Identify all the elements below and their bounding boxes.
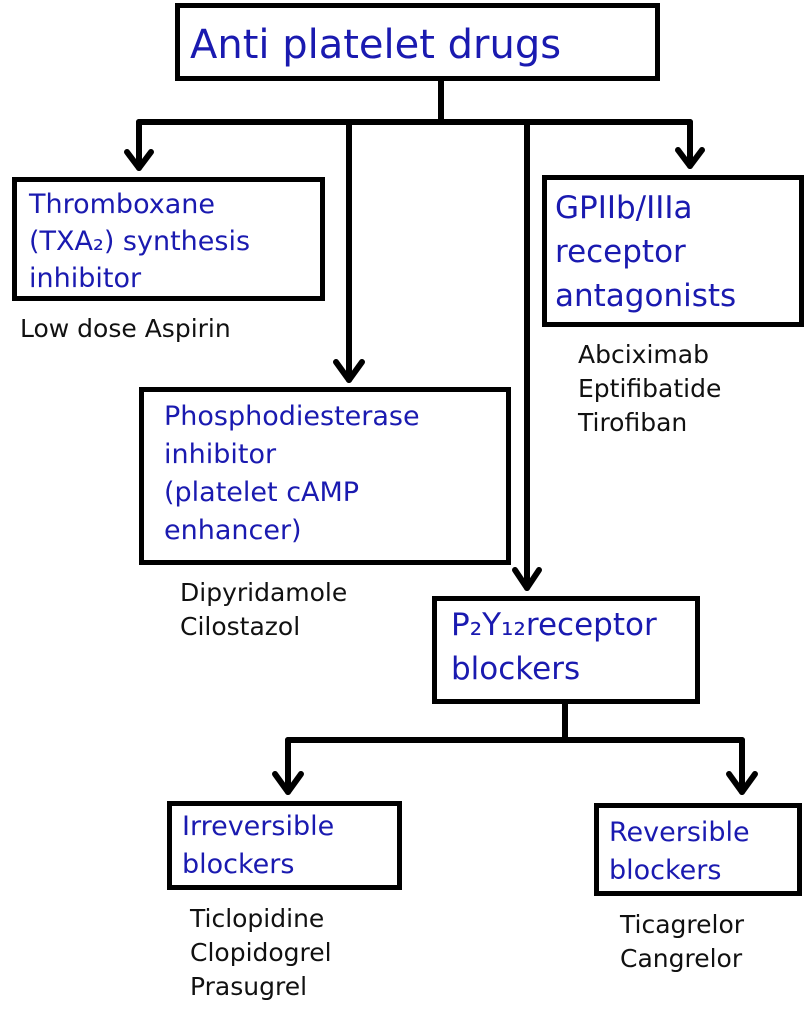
txa2-line: (TXA₂) synthesis xyxy=(29,226,251,257)
reversible-arrow-icon xyxy=(726,771,758,795)
drug-item: Ticlopidine xyxy=(190,904,325,933)
irreversible-drug-list: Ticlopidine Clopidogrel Prasugrel xyxy=(190,902,332,1004)
pde-line: Phosphodiesterase xyxy=(164,401,420,432)
txa2-line: inhibitor xyxy=(29,263,142,294)
drug-item: Clopidogrel xyxy=(190,938,332,967)
reversible-box: Reversible blockers xyxy=(594,803,802,896)
drug-item: Tirofiban xyxy=(578,408,688,437)
drug-item: Prasugrel xyxy=(190,972,308,1001)
drug-item: Ticagrelor xyxy=(620,910,745,939)
txa2-arrow-icon xyxy=(124,149,154,171)
diagram-title: Anti platelet drugs xyxy=(190,22,562,68)
pde-line: inhibitor xyxy=(164,439,277,470)
p2y12-line: blockers xyxy=(451,651,581,687)
irreversible-box: Irreversible blockers xyxy=(167,801,402,890)
txa2-drug-list: Low dose Aspirin xyxy=(20,312,231,346)
pde-line: enhancer) xyxy=(164,515,302,546)
txa2-line: Thromboxane xyxy=(29,189,216,220)
gp-line: receptor xyxy=(555,234,686,270)
irreversible-line: Irreversible xyxy=(182,811,335,842)
irreversible-line: blockers xyxy=(182,849,295,880)
p2y12-arrow-icon xyxy=(512,567,542,591)
root-box: Anti platelet drugs xyxy=(175,3,660,81)
gp-line: GPIIb/IIIa xyxy=(555,190,693,226)
drug-item: Cilostazol xyxy=(180,612,301,641)
drug-item: Cangrelor xyxy=(620,944,743,973)
drug-item: Eptifibatide xyxy=(578,374,722,403)
gp-box: GPIIb/IIIa receptor antagonists xyxy=(542,175,804,327)
reversible-drug-list: Ticagrelor Cangrelor xyxy=(620,908,744,976)
drug-item: Low dose Aspirin xyxy=(20,314,231,343)
pde-drug-list: Dipyridamole Cilostazol xyxy=(180,576,347,644)
gp-drug-list: Abciximab Eptifibatide Tirofiban xyxy=(578,338,721,440)
p2y12-line: P₂Y₁₂receptor xyxy=(451,607,657,643)
reversible-line: Reversible xyxy=(609,817,750,848)
gp-arrow-icon xyxy=(675,147,705,169)
pde-arrow-icon xyxy=(333,359,365,383)
txa2-box: Thromboxane (TXA₂) synthesis inhibitor xyxy=(12,177,325,301)
pde-box: Phosphodiesterase inhibitor (platelet cA… xyxy=(139,387,511,565)
gp-line: antagonists xyxy=(555,278,737,314)
drug-item: Dipyridamole xyxy=(180,578,348,607)
drug-item: Abciximab xyxy=(578,340,709,369)
p2y12-box: P₂Y₁₂receptor blockers xyxy=(432,596,700,704)
reversible-line: blockers xyxy=(609,855,722,886)
pde-line: (platelet cAMP xyxy=(164,477,360,508)
irreversible-arrow-icon xyxy=(272,771,304,795)
